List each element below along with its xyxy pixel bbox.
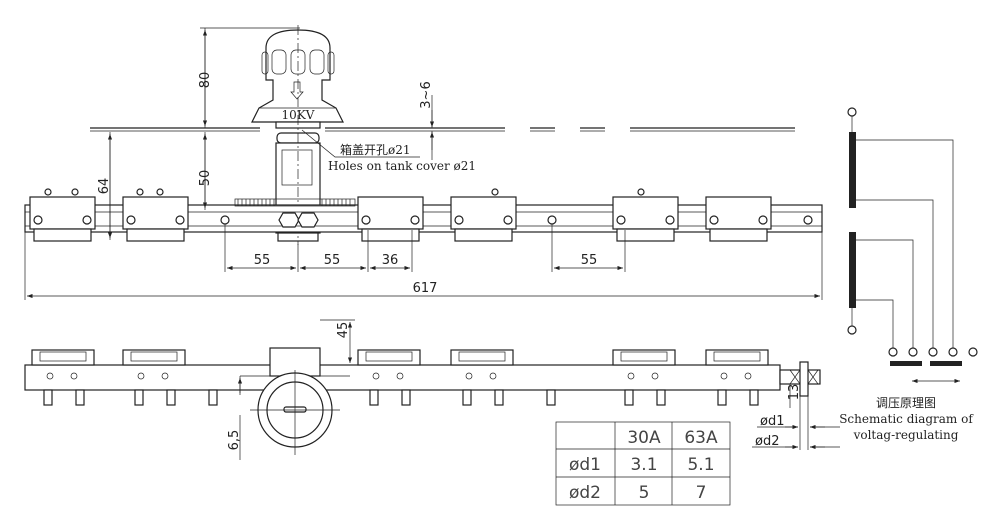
table-row-label-d2: ød2 (569, 483, 601, 503)
side-view: 45 6,5 13 ød1 ød2 (24, 319, 840, 460)
dim-80: 80 (198, 72, 213, 89)
dim-55-c: 55 (581, 253, 598, 268)
winding-lower (849, 232, 856, 308)
dim-13: 13 (787, 384, 802, 401)
dim-d2: ød2 (755, 434, 779, 449)
gear-wheel (250, 370, 340, 455)
schematic-title-en-2: voltag-regulating (853, 428, 959, 442)
spec-table: 30A 63A ød1 3.1 5.1 ød2 5 7 (555, 421, 731, 506)
gear-rack (234, 198, 356, 207)
dim-55-b: 55 (324, 253, 341, 268)
table-header-30a: 30A (627, 428, 661, 448)
top-view: 10KV 箱盖开孔ø21 Holes on tank cover ø21 (24, 25, 823, 300)
dim-d1: ød1 (760, 414, 784, 429)
dim-55-a: 55 (254, 253, 271, 268)
contact-modules (29, 188, 813, 242)
dim-64: 64 (97, 178, 112, 195)
dim-6-5: 6,5 (227, 430, 242, 451)
winding-upper (849, 132, 856, 208)
dim-3-6: 3~6 (419, 81, 434, 108)
table-cell: 7 (696, 483, 707, 503)
hole-label-cn: 箱盖开孔ø21 (340, 142, 411, 157)
table-cell: 3.1 (630, 455, 657, 475)
dim-50: 50 (198, 170, 213, 187)
schematic-title-cn: 调压原理图 (876, 396, 936, 410)
dim-617: 617 (413, 281, 438, 296)
contact-bar-1 (890, 361, 922, 366)
contact-bar-2 (930, 361, 962, 366)
hole-label-en: Holes on tank cover ø21 (328, 159, 476, 173)
dim-36: 36 (382, 253, 399, 268)
table-cell: 5.1 (687, 455, 714, 475)
schematic: 调压原理图 Schematic diagram of voltag-regula… (839, 107, 978, 442)
table-cell: 5 (639, 483, 650, 503)
schematic-title-en-1: Schematic diagram of (839, 412, 974, 426)
dim-45: 45 (336, 322, 351, 339)
table-header-63a: 63A (684, 428, 718, 448)
table-row-label-d1: ød1 (569, 455, 601, 475)
